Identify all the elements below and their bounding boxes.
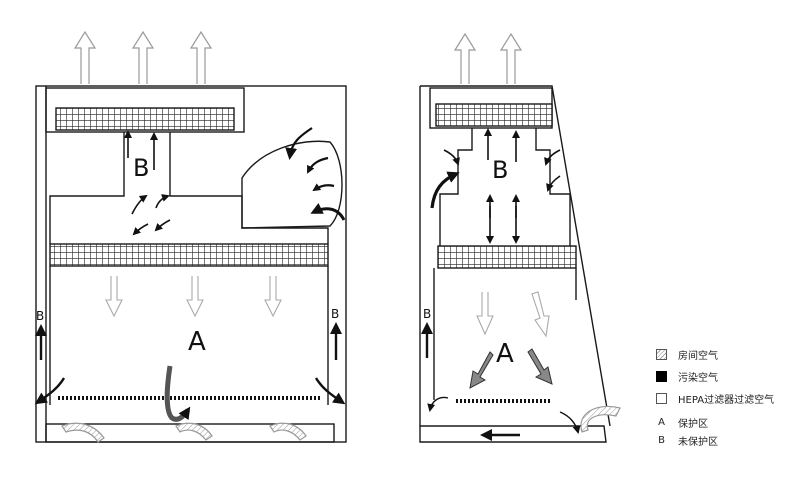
side-exhaust-hepa xyxy=(435,103,553,127)
front-fan-housing xyxy=(241,140,343,229)
legend-hepa-air: HEPA过滤器过滤空气 xyxy=(656,390,774,406)
side-view: B A B xyxy=(419,32,621,443)
exhaust-arrows xyxy=(73,30,213,84)
legend-room-air: 房间空气 xyxy=(656,346,718,362)
front-fan-arrows xyxy=(285,127,346,221)
side-supply-hepa xyxy=(437,245,577,269)
front-exhaust-plenum xyxy=(45,87,245,133)
legend-room-air-text: 房间空气 xyxy=(678,350,718,362)
front-corner-arrows xyxy=(34,377,346,405)
front-zone-b-label: B xyxy=(133,154,149,182)
front-downflow-arrows xyxy=(105,276,282,318)
legend-contaminated-air: 污染空气 xyxy=(656,368,718,384)
side-base xyxy=(419,425,607,443)
side-exhaust-arrows xyxy=(453,32,523,84)
front-side-label-right: B xyxy=(331,307,339,321)
legend-hepa-air-text: HEPA过滤器过滤空气 xyxy=(678,394,775,406)
hepa-air-swatch xyxy=(656,392,667,404)
legend-key-a: A 保护区 xyxy=(656,414,708,430)
contaminated-air-swatch xyxy=(656,370,667,382)
front-view: B A B B xyxy=(34,30,347,443)
legend-key-b-letter: B xyxy=(658,434,665,446)
legend-key-a-letter: A xyxy=(658,416,665,428)
front-room-air-intake xyxy=(61,422,307,443)
front-b-arrows xyxy=(124,130,171,236)
side-duct xyxy=(439,128,571,246)
legend-key-a-text: 保护区 xyxy=(678,418,708,430)
side-grille-curve xyxy=(427,396,449,412)
front-center-hook xyxy=(164,365,191,422)
side-b-arrows xyxy=(443,128,561,244)
side-room-air-intake xyxy=(580,405,621,433)
legend-key-b-text: 未保护区 xyxy=(678,436,718,448)
side-fan-arrow xyxy=(430,171,460,209)
front-exhaust-hepa xyxy=(55,107,235,131)
front-supply-hepa xyxy=(49,243,329,267)
side-grey-arrows xyxy=(469,348,553,389)
front-zone-a-label: A xyxy=(188,327,206,357)
side-downflow-arrows xyxy=(476,291,550,338)
front-side-arrows xyxy=(35,322,342,360)
side-zone-a-label: A xyxy=(496,339,514,369)
side-zone-b-label: B xyxy=(492,156,508,184)
side-side-label-left: B xyxy=(423,307,431,321)
legend-contaminated-air-text: 污染空气 xyxy=(678,372,718,384)
legend-key-b: B 未保护区 xyxy=(656,432,718,448)
room-air-swatch xyxy=(656,348,667,360)
front-side-label-left: B xyxy=(36,309,44,323)
side-cabinet-outline xyxy=(419,85,611,427)
